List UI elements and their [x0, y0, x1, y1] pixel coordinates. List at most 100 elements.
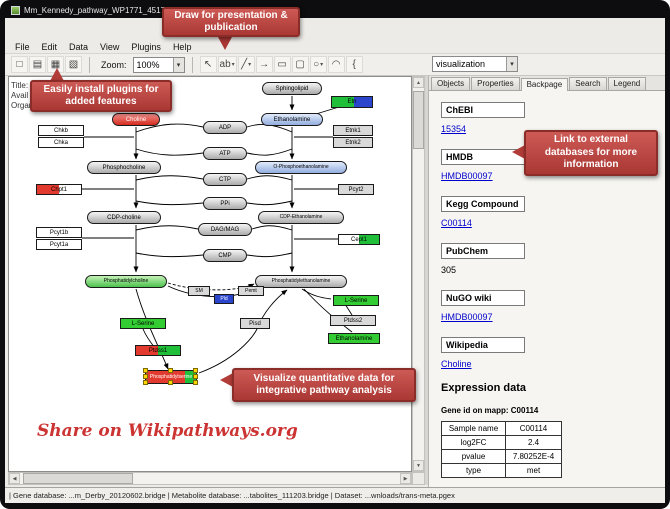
pathway-node-pisd[interactable]: Pisd: [240, 318, 270, 329]
pathway-node-chpt1[interactable]: Chpt1: [36, 184, 82, 195]
selection-handle[interactable]: [193, 374, 198, 379]
selection-handle[interactable]: [168, 380, 173, 385]
pathway-node-pemt[interactable]: Pemt: [238, 286, 264, 296]
arc-tool-icon[interactable]: ◠: [327, 56, 345, 73]
selection-handle[interactable]: [168, 368, 173, 373]
title-bar[interactable]: Mm_Kennedy_pathway_WP1771_45176.gpml: [5, 2, 665, 18]
tab-properties[interactable]: Properties: [471, 77, 520, 90]
pathway-node-phosphatidylethanolamine[interactable]: Phosphatidylethanolamine: [255, 275, 347, 288]
scroll-right-icon[interactable]: ▶: [400, 473, 411, 484]
pathway-node-etn[interactable]: Etn: [331, 96, 373, 108]
tab-backpage[interactable]: Backpage: [520, 78, 569, 91]
pathway-node-o-phosphoethanolamine[interactable]: O-Phosphoethanolamine: [255, 161, 347, 174]
menu-item-edit[interactable]: Edit: [41, 41, 58, 52]
selection-handle[interactable]: [143, 374, 148, 379]
export-icon[interactable]: ▧: [65, 56, 82, 73]
pathway-node-ethanolamine[interactable]: Ethanolamine: [261, 113, 323, 126]
roundrect-tool-icon[interactable]: ▢: [291, 56, 309, 73]
new-file-icon[interactable]: □: [11, 56, 28, 73]
selection-handle[interactable]: [193, 368, 198, 373]
menu-item-plugins[interactable]: Plugins: [131, 41, 161, 52]
pathway-node-chkb[interactable]: Chkb: [38, 125, 84, 136]
scroll-left-icon[interactable]: ◀: [9, 473, 20, 484]
pathway-node-cmp[interactable]: CMP: [203, 249, 247, 262]
section-link[interactable]: 15354: [441, 124, 467, 134]
zoom-select[interactable]: 100% ▾: [132, 56, 185, 73]
section-header: NuGO wiki: [441, 290, 525, 306]
callout-draw-arrow: [218, 37, 232, 50]
section-link[interactable]: HMDB00097: [441, 171, 493, 181]
label-tool-icon[interactable]: ab▾: [217, 56, 237, 73]
pathway-node-sphingolipid[interactable]: Sphingolipid: [262, 82, 322, 95]
menu-item-view[interactable]: View: [100, 41, 120, 52]
pathway-node-etnk2[interactable]: Etnk2: [333, 137, 373, 148]
section-link[interactable]: Choline: [441, 359, 472, 369]
pathway-node-dag-mag[interactable]: DAG/MAG: [198, 223, 252, 236]
selection-handle[interactable]: [143, 380, 148, 385]
pathway-node-l-serine[interactable]: L-Serine: [120, 318, 166, 329]
pathway-node-ethanolamine[interactable]: Ethanolamine: [328, 333, 380, 344]
ellipse-tool-icon[interactable]: ○▾: [309, 56, 327, 73]
pathway-node-pcyt1a[interactable]: Pcyt1a: [36, 239, 82, 250]
scroll-up-icon[interactable]: ▲: [413, 77, 424, 88]
scroll-down-icon[interactable]: ▼: [413, 460, 424, 471]
visualization-value: visualization: [436, 59, 486, 69]
selection-handle[interactable]: [193, 380, 198, 385]
section-link[interactable]: C00114: [441, 218, 472, 228]
pathway-node-chka[interactable]: Chka: [38, 137, 84, 148]
toolbar: □▤▦▧ Zoom: 100% ▾ ↖ab▾╱▾→▭▢○▾◠{ visualiz…: [5, 54, 665, 76]
pathway-node-sm[interactable]: SM: [188, 286, 210, 296]
toolbar-separator: [191, 56, 193, 73]
line-tool-icon[interactable]: ╱▾: [237, 56, 255, 73]
pathway-node-cdp-ethanolamine[interactable]: CDP-Ethanolamine: [258, 211, 344, 224]
pathway-node-adp[interactable]: ADP: [203, 121, 247, 134]
pathway-node-ptdss1[interactable]: Ptdss1: [135, 345, 181, 356]
pathway-node-phosphocholine[interactable]: Phosphocholine: [87, 161, 161, 174]
expression-data-title: Expression data: [441, 382, 526, 394]
horizontal-scroll-thumb[interactable]: [23, 473, 133, 484]
horizontal-scrollbar[interactable]: ◀ ▶: [8, 472, 412, 485]
panel-splitter[interactable]: [425, 76, 428, 485]
brace-tool-icon[interactable]: {: [345, 56, 363, 73]
section-header: ChEBI: [441, 102, 525, 118]
pathway-node-choline[interactable]: Choline: [112, 113, 160, 126]
pathway-node-etnk1[interactable]: Etnk1: [333, 125, 373, 136]
vertical-scrollbar[interactable]: ▲ ▼: [412, 76, 425, 472]
section-link[interactable]: HMDB00097: [441, 312, 493, 322]
pathway-node-l-serine[interactable]: L-Serine: [333, 295, 379, 306]
arrow-tool-icon[interactable]: →: [255, 56, 273, 73]
pathway-node-ptdss2[interactable]: Ptdss2: [330, 315, 376, 326]
pathway-node-cept1[interactable]: Cept1: [338, 234, 380, 245]
pathway-node-pcyt1b[interactable]: Pcyt1b: [36, 227, 82, 238]
vertical-scroll-thumb[interactable]: [413, 91, 424, 149]
tab-legend[interactable]: Legend: [607, 77, 647, 90]
open-file-icon[interactable]: ▤: [29, 56, 46, 73]
menu-item-file[interactable]: File: [15, 41, 30, 52]
pathway-node-ppi[interactable]: PPi: [203, 197, 247, 210]
select-tool-icon[interactable]: ↖: [199, 56, 217, 73]
menu-item-help[interactable]: Help: [172, 41, 192, 52]
pathway-node-cdp-choline[interactable]: CDP-choline: [87, 211, 161, 224]
pathway-node-pld[interactable]: Pld: [214, 294, 234, 304]
pathway-node-phosphatidylcholine[interactable]: Phosphatidylcholine: [85, 275, 167, 288]
callout-visualize: Visualize quantitative data for integrat…: [232, 368, 416, 402]
chevron-down-icon[interactable]: ▾: [506, 57, 517, 71]
menu-item-data[interactable]: Data: [69, 41, 89, 52]
chevron-down-icon[interactable]: ▾: [172, 57, 184, 72]
visualization-select[interactable]: visualization ▾: [432, 56, 518, 72]
tab-objects[interactable]: Objects: [431, 77, 471, 90]
pathway-node-atp[interactable]: ATP: [203, 147, 247, 160]
pathway-node-ctp[interactable]: CTP: [203, 173, 247, 186]
pathway-node-phosphatidylserine[interactable]: Phosphatidylserine: [143, 368, 198, 385]
pathway-node-pcyt2[interactable]: Pcyt2: [338, 184, 374, 195]
rect-tool-icon[interactable]: ▭: [273, 56, 291, 73]
tab-search[interactable]: Search: [569, 77, 607, 90]
selection-handle[interactable]: [143, 368, 148, 373]
